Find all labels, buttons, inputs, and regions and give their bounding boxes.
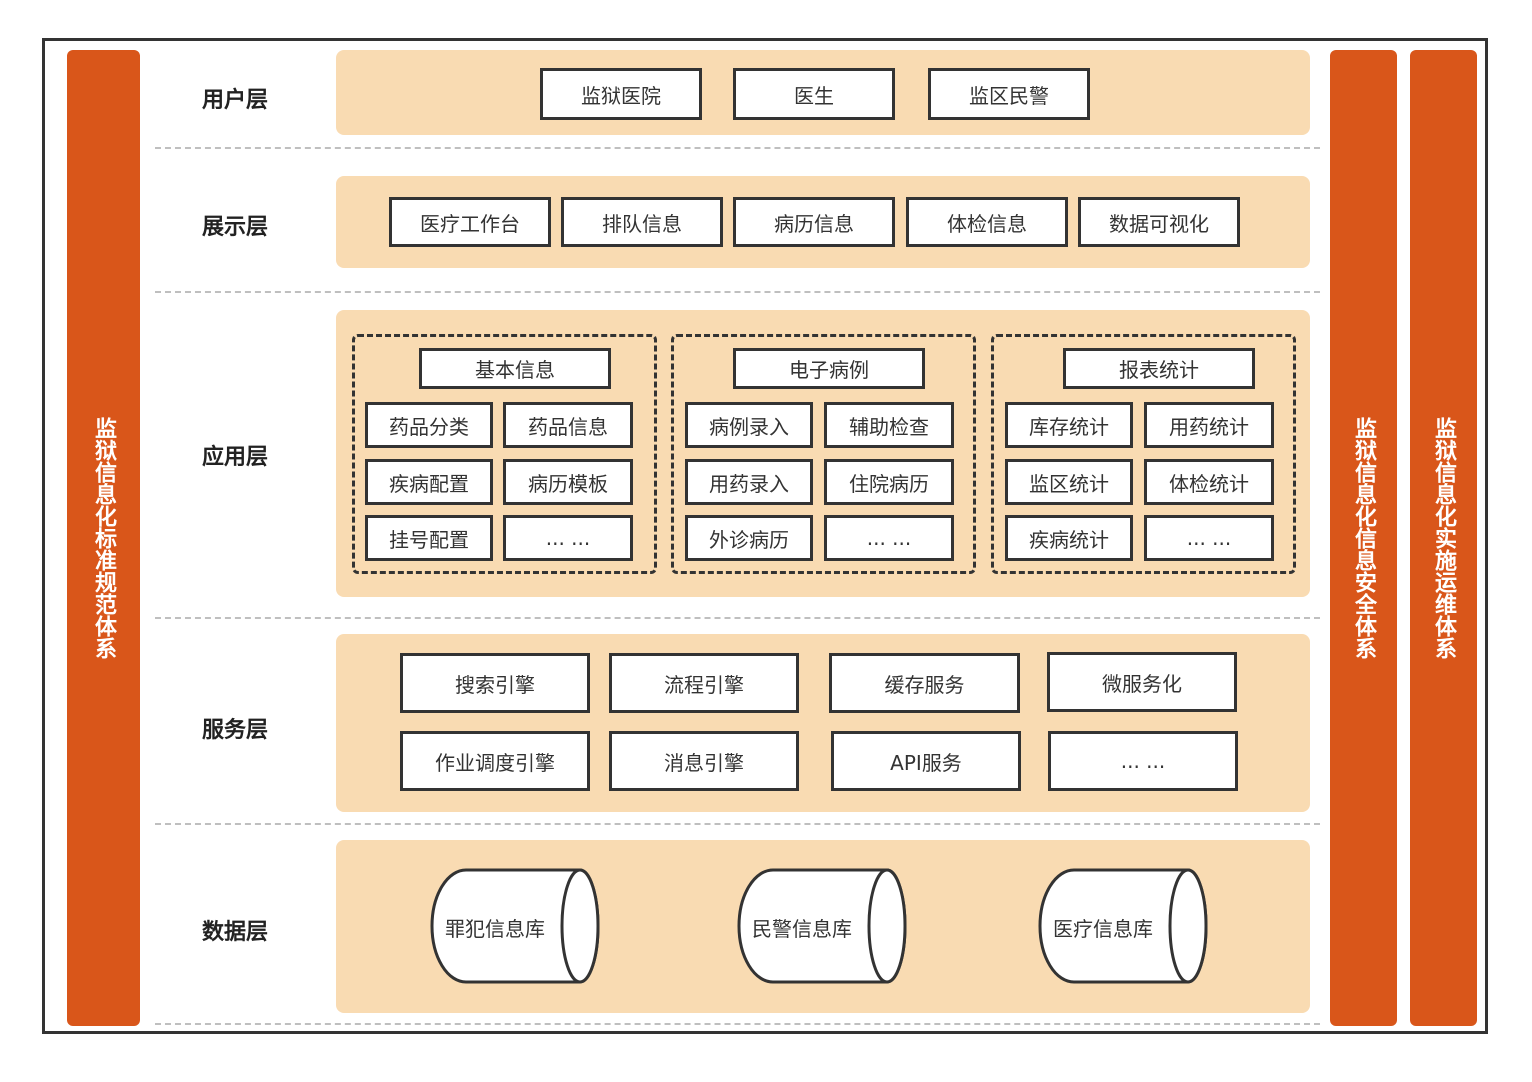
group-title: 电子病例 xyxy=(733,348,925,389)
app-item: 药品分类 xyxy=(365,402,493,448)
database-cylinder: 罪犯信息库 xyxy=(430,868,602,986)
app-item: 疾病统计 xyxy=(1005,515,1133,561)
emr-group xyxy=(671,334,976,574)
app-item: 用药统计 xyxy=(1144,402,1274,448)
report-group xyxy=(991,334,1296,574)
database-icon xyxy=(1038,868,1208,984)
app-item: 病例录入 xyxy=(685,402,813,448)
service-item: API服务 xyxy=(831,731,1021,791)
database-label: 医疗信息库 xyxy=(1053,916,1153,941)
app-item: ... ... xyxy=(503,515,633,561)
user-item: 医生 xyxy=(733,68,895,120)
separator xyxy=(155,823,1320,825)
operations-system-bar: 监狱信息化实施运维体系 xyxy=(1410,50,1477,1026)
app-item: ... ... xyxy=(824,515,954,561)
app-item: ... ... xyxy=(1144,515,1274,561)
database-cylinder: 民警信息库 xyxy=(737,868,909,986)
group-title: 基本信息 xyxy=(419,348,611,389)
app-item: 辅助检查 xyxy=(824,402,954,448)
app-layer-label: 应用层 xyxy=(201,445,268,470)
separator xyxy=(155,1023,1320,1025)
user-item: 监狱医院 xyxy=(540,68,702,120)
app-item: 库存统计 xyxy=(1005,402,1133,448)
display-item: 医疗工作台 xyxy=(389,197,551,247)
security-system-bar: 监狱信息化信息安全体系 xyxy=(1330,50,1397,1026)
display-item: 排队信息 xyxy=(561,197,723,247)
separator xyxy=(155,617,1320,619)
service-item: 消息引擎 xyxy=(609,731,799,791)
database-icon xyxy=(430,868,600,984)
service-layer-label: 服务层 xyxy=(201,718,268,743)
user-item: 监区民警 xyxy=(928,68,1090,120)
display-item: 数据可视化 xyxy=(1078,197,1240,247)
database-label: 罪犯信息库 xyxy=(445,916,545,941)
standards-system-label: 监狱信息化标准规范体系 xyxy=(91,417,116,659)
security-system-label: 监狱信息化信息安全体系 xyxy=(1351,417,1376,659)
display-item: 体检信息 xyxy=(906,197,1068,247)
app-item: 挂号配置 xyxy=(365,515,493,561)
service-item: ... ... xyxy=(1048,731,1238,791)
app-item: 住院病历 xyxy=(824,459,954,505)
service-item: 流程引擎 xyxy=(609,653,799,713)
display-item: 病历信息 xyxy=(733,197,895,247)
data-layer-label: 数据层 xyxy=(201,920,268,945)
service-item: 微服务化 xyxy=(1047,652,1237,712)
basic-info-group xyxy=(352,334,657,574)
standards-system-bar: 监狱信息化标准规范体系 xyxy=(67,50,140,1026)
display-layer-label: 展示层 xyxy=(201,215,268,240)
service-item: 作业调度引擎 xyxy=(400,731,590,791)
user-layer-label: 用户层 xyxy=(201,88,268,113)
app-item: 外诊病历 xyxy=(685,515,813,561)
database-cylinder: 医疗信息库 xyxy=(1038,868,1210,986)
app-item: 药品信息 xyxy=(503,402,633,448)
app-item: 用药录入 xyxy=(685,459,813,505)
separator xyxy=(155,291,1320,293)
service-item: 缓存服务 xyxy=(829,653,1020,713)
app-item: 疾病配置 xyxy=(365,459,493,505)
app-item: 监区统计 xyxy=(1005,459,1133,505)
app-item: 病历模板 xyxy=(503,459,633,505)
database-icon xyxy=(737,868,907,984)
database-label: 民警信息库 xyxy=(752,916,852,941)
operations-system-label: 监狱信息化实施运维体系 xyxy=(1431,417,1456,659)
separator xyxy=(155,147,1320,149)
app-item: 体检统计 xyxy=(1144,459,1274,505)
group-title: 报表统计 xyxy=(1063,348,1255,389)
service-item: 搜索引擎 xyxy=(400,653,590,713)
